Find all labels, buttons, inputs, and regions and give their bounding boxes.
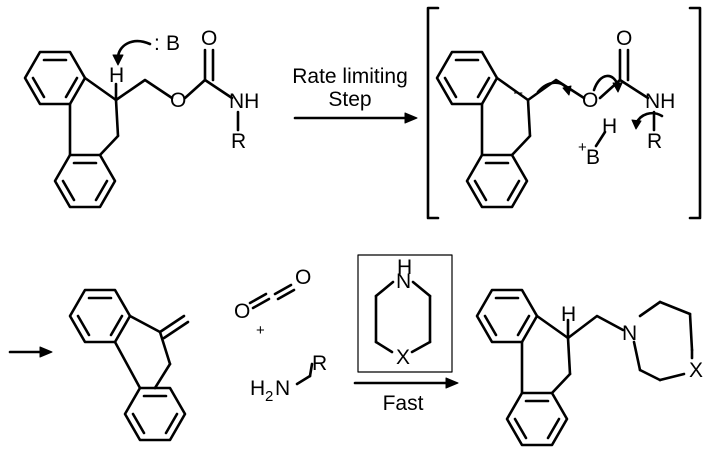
dibenzofulvene-molecule: [68, 288, 190, 442]
atom-o-ether-1: O: [170, 89, 186, 112]
carbanion-intermediate: [426, 6, 702, 220]
atom-o-carbonyl-2: O: [616, 27, 632, 50]
protonated-base-h: H: [602, 115, 617, 138]
adduct-n: N: [622, 322, 637, 345]
protonated-base-b: B: [586, 146, 600, 169]
reagent-cyclic-amine: [357, 254, 453, 373]
reaction-arrow-1: [293, 112, 418, 124]
primary-amine: [295, 362, 314, 386]
arrow-1-label-line1: Rate limiting: [292, 65, 408, 88]
atom-h-c9: H: [109, 64, 124, 87]
reaction-arrow-continuation: [8, 346, 53, 358]
plus-sign: +: [256, 322, 265, 339]
arrow-1-label-line2: Step: [328, 88, 371, 111]
base-b-label: B: [166, 32, 180, 55]
atom-r-2: R: [647, 130, 662, 153]
reaction-arrow-2: [353, 377, 459, 389]
adduct-h: H: [561, 303, 576, 326]
reagent-nh-h: H: [397, 256, 412, 279]
atom-o-carbonyl-1: O: [201, 27, 217, 50]
protonated-base-charge: +: [578, 139, 587, 156]
reagent-n: N: [396, 270, 411, 293]
amine-h: H: [250, 377, 265, 400]
reagent-x: X: [396, 346, 410, 369]
atom-r-1: R: [231, 130, 246, 153]
fmoc-carbamate-molecule: [23, 39, 240, 209]
amine-n: N: [275, 377, 290, 400]
carbanion-charge: –: [514, 84, 523, 101]
carbon-dioxide: [248, 283, 296, 310]
atom-o-ether-2: O: [582, 89, 598, 112]
adduct-x: X: [689, 359, 703, 382]
amine-h-subscript: 2: [265, 388, 273, 405]
arrow-2-label: Fast: [383, 392, 424, 415]
atom-nh-2: NH: [645, 90, 675, 113]
base-lone-pair: :: [154, 32, 160, 55]
amine-r: R: [312, 352, 327, 375]
co2-o-right: O: [295, 266, 311, 289]
atom-nh-1: NH: [229, 90, 259, 113]
co2-o-left: O: [234, 300, 250, 323]
fulvene-amine-adduct: [475, 288, 694, 447]
